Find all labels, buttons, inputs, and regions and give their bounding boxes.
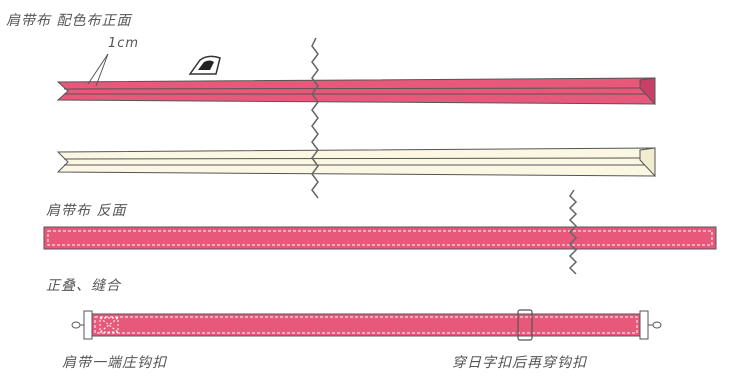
label-slider-end: 穿日字扣后再穿钩扣 xyxy=(452,355,587,371)
pink-folded-strip xyxy=(56,77,656,106)
zigzag-cut-icon xyxy=(311,37,319,199)
hook-clasp-icon xyxy=(639,310,662,340)
finished-strap xyxy=(91,313,641,337)
label-step-sew: 正叠、缝合 xyxy=(46,278,121,294)
zigzag-cut-icon xyxy=(568,189,578,275)
pink-reverse-strip xyxy=(43,226,717,250)
slider-buckle-icon xyxy=(517,309,533,341)
label-measure: 1cm xyxy=(108,36,140,51)
cream-folded-strip xyxy=(56,147,656,178)
label-hook-end: 肩带一端庄钩扣 xyxy=(62,355,167,371)
iron-icon xyxy=(188,55,221,75)
label-reverse-title: 肩带布 反面 xyxy=(46,203,127,219)
hook-clasp-icon xyxy=(71,310,93,340)
measure-pointer xyxy=(87,53,109,87)
label-top-title: 肩带布 配色布正面 xyxy=(6,13,132,29)
